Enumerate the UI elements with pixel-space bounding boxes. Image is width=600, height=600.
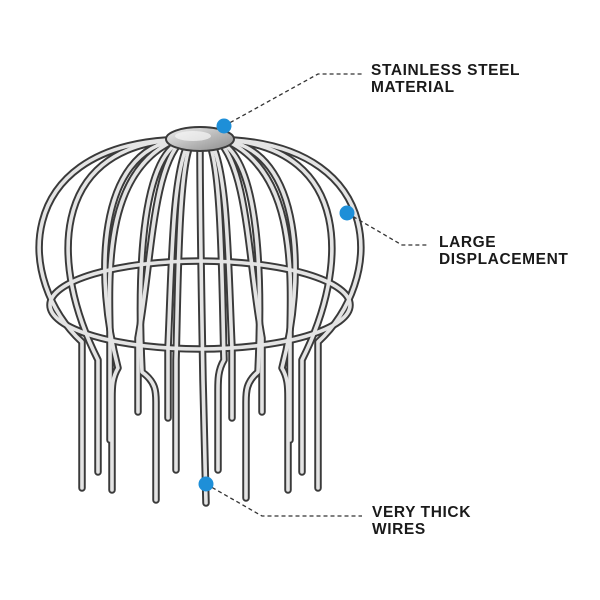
front-wire-1 <box>231 138 363 490</box>
front-wire-5 <box>220 138 297 492</box>
marker-dot-displacement <box>339 205 355 221</box>
front-wire-2 <box>37 138 169 490</box>
center-wire <box>198 146 208 505</box>
leader-line-wires <box>205 483 362 517</box>
callout-large-displacement-line1: LARGE <box>439 234 497 251</box>
front-wire-3 <box>226 138 334 474</box>
callout-stainless-steel: STAINLESS STEEL MATERIAL <box>371 62 520 96</box>
leader-line-steel <box>223 73 362 127</box>
front-wire-10 <box>174 138 196 472</box>
front-wire-8 <box>138 138 188 502</box>
callout-large-displacement: LARGE DISPLACEMENT <box>439 234 568 268</box>
back-wire-4 <box>166 138 192 420</box>
callout-thick-wires-line1: VERY THICK <box>372 504 472 521</box>
callout-stainless-steel-line2: MATERIAL <box>371 79 455 96</box>
callout-large-displacement-line2: DISPLACEMENT <box>439 251 569 268</box>
callout-thick-wires-line2: WIRES <box>372 521 426 538</box>
front-wire-4 <box>66 138 174 474</box>
front-wire-9 <box>204 138 226 472</box>
back-wire-3 <box>208 138 234 420</box>
callout-thick-wires: VERY THICK WIRES <box>372 504 471 538</box>
front-wire-7 <box>212 138 262 500</box>
wire-strainer-basket <box>35 136 365 507</box>
front-wire-6 <box>103 138 180 492</box>
marker-dot-steel <box>216 118 232 134</box>
top-cap-highlight <box>175 131 211 141</box>
callout-stainless-steel-line1: STAINLESS STEEL <box>371 62 521 79</box>
marker-dot-wires <box>198 476 214 492</box>
leader-line-displacement <box>346 212 428 246</box>
